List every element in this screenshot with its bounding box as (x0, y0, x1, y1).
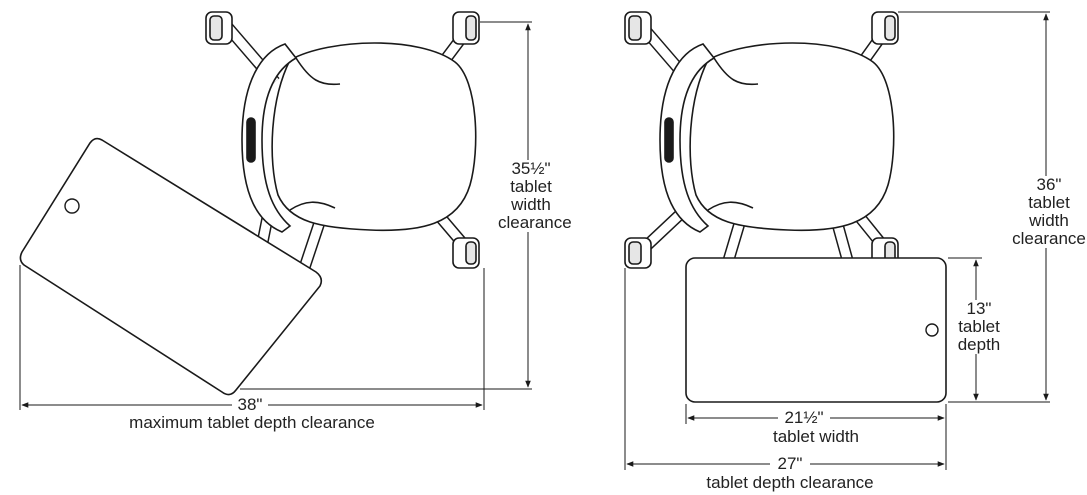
left-chair-seat (271, 42, 477, 232)
left-chair-glides (205, 11, 480, 269)
left-chair-handle-slot (246, 117, 256, 163)
right-tablet-width-value: 21½" (778, 409, 830, 427)
left-chair (205, 11, 480, 277)
left-height-value: 35½" (511, 159, 551, 178)
right-height-value: 36" (1036, 175, 1062, 194)
right-depth-line-1: tablet (958, 317, 1000, 336)
right-depth-line-2: depth (957, 335, 1001, 354)
right-tablet (685, 257, 947, 403)
right-chair-handle-slot (664, 117, 674, 163)
left-chair-backrest (241, 43, 298, 233)
right-height-line-3: clearance (1012, 229, 1086, 248)
right-chair-backrest (659, 43, 716, 233)
right-depth-value: 13" (966, 299, 992, 318)
left-height-line-2: width (511, 195, 551, 214)
left-width-caption: maximum tablet depth clearance (129, 413, 375, 432)
right-height-label: 36" tablet width clearance (1008, 176, 1087, 248)
left-tablet (19, 137, 323, 396)
right-chair-seat (689, 42, 895, 232)
right-chair-glides (624, 11, 899, 269)
right-tablet-width-caption: tablet width (773, 427, 859, 446)
left-width-value: 38" (232, 396, 268, 414)
right-overall-value: 27" (770, 455, 810, 473)
right-height-line-1: tablet (1028, 193, 1070, 212)
right-chair (624, 11, 899, 269)
right-tablet-hole (925, 323, 939, 337)
left-height-line-1: tablet (510, 177, 552, 196)
right-overall-caption: tablet depth clearance (706, 473, 874, 492)
left-height-label: 35½" tablet width clearance (495, 159, 572, 232)
left-height-line-3: clearance (498, 213, 572, 232)
right-depth-label: 13" tablet depth (950, 300, 1008, 354)
left-tablet-hole (64, 198, 80, 214)
right-height-line-2: width (1029, 211, 1069, 230)
